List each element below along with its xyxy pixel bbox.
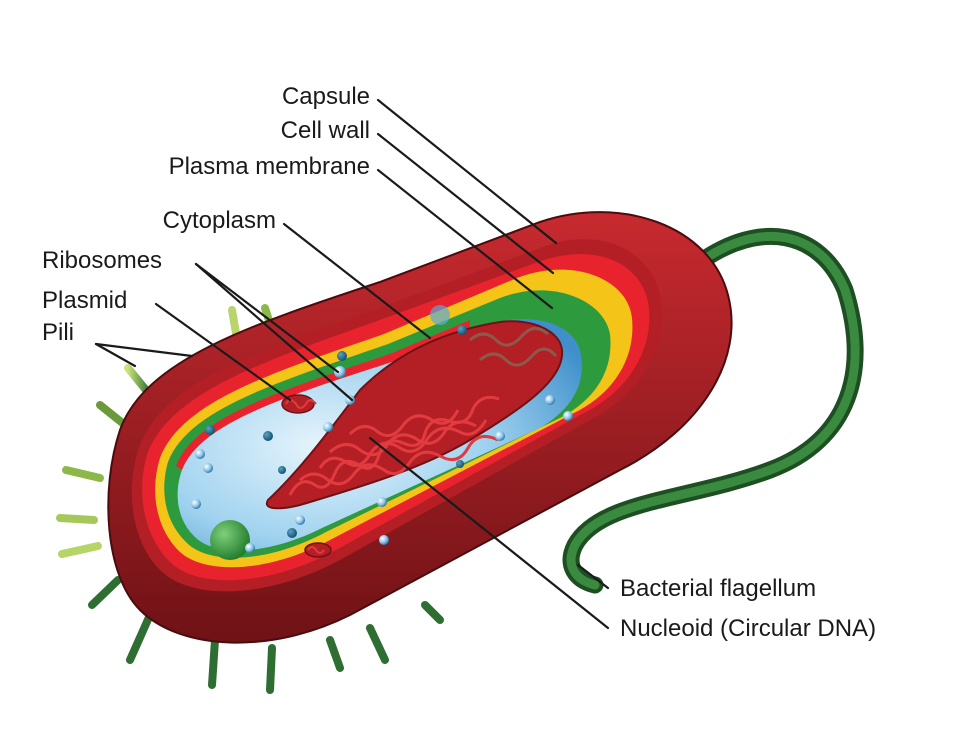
ribosome [295, 515, 305, 525]
leader-cytoplasm [282, 222, 432, 340]
ribosome [495, 431, 505, 441]
leader-lines [94, 98, 610, 630]
pilus [96, 401, 129, 429]
pilus [62, 466, 104, 482]
pilus [326, 636, 344, 672]
ribosome [456, 460, 464, 468]
label-capsule: Capsule [282, 83, 370, 110]
label-plasmid: Plasmid [42, 287, 127, 314]
leader-ribosomes-1 [194, 262, 340, 374]
label-pili: Pili [42, 319, 74, 346]
leader-plasmid [154, 302, 292, 402]
nucleoid-strands [288, 395, 500, 496]
storage-granule [210, 520, 250, 560]
ribosome [203, 463, 213, 473]
leader-pili-2 [94, 342, 194, 358]
ribosome [245, 543, 255, 553]
leader-plasma-membrane [376, 168, 554, 310]
ribosome [195, 449, 205, 459]
ribosome [263, 431, 273, 441]
label-cytoplasm: Cytoplasm [163, 207, 276, 234]
pilus [126, 611, 154, 664]
nucleoid-mass [265, 320, 564, 510]
ribosome [377, 497, 387, 507]
nucleoid-back-strands [469, 327, 558, 367]
pilus [56, 514, 98, 524]
ribosome [457, 325, 467, 335]
ribosome [563, 411, 573, 421]
pilus [421, 601, 444, 624]
wall-inner-line [176, 320, 470, 472]
ribosomes [191, 325, 573, 553]
nucleoid [265, 320, 564, 510]
label-nucleoid: Nucleoid (Circular DNA) [620, 615, 876, 642]
ribosome [278, 466, 286, 474]
label-ribosomes: Ribosomes [42, 247, 162, 274]
ribosome [287, 528, 297, 538]
pili-group [56, 304, 444, 694]
vacuole [430, 305, 450, 325]
pilus [208, 636, 219, 689]
ribosome [323, 422, 333, 432]
leader-capsule [376, 98, 558, 245]
label-plasma-membrane: Plasma membrane [169, 153, 370, 180]
pilus [88, 576, 122, 609]
ribosome [334, 366, 346, 378]
ribosome [205, 425, 215, 435]
leader-nucleoid [368, 436, 610, 630]
flagellum-highlight [566, 231, 860, 590]
leader-ribosomes-2 [194, 262, 354, 402]
leader-flagellum [576, 563, 610, 590]
pilus [266, 644, 276, 694]
plasmid-loops [307, 546, 325, 554]
label-flagellum: Bacterial flagellum [620, 575, 816, 602]
ribosome [545, 395, 555, 405]
leader-cell-wall [376, 132, 555, 275]
ribosome [337, 351, 347, 361]
pilus [58, 542, 102, 558]
leader-pili-1 [94, 342, 137, 368]
label-cell-wall: Cell wall [281, 117, 370, 144]
pilus [366, 624, 389, 664]
plasmid-2 [304, 542, 332, 558]
ribosome [379, 535, 389, 545]
ribosome [191, 499, 201, 509]
